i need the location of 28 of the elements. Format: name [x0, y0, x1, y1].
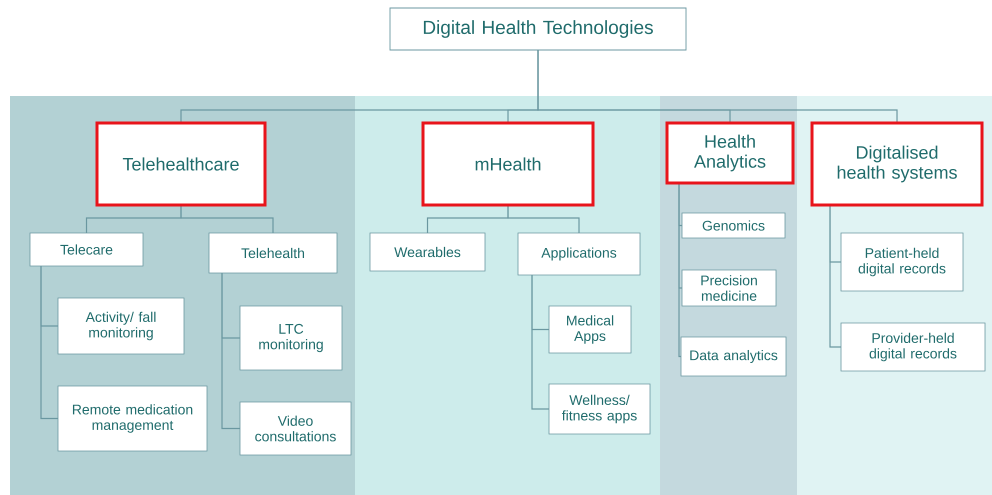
item-box: Telecare: [30, 232, 144, 266]
item-box: Patient-held digital records: [840, 232, 964, 292]
item-box: Activity/ fall monitoring: [58, 298, 184, 354]
item-box: Provider-held digital records: [840, 322, 986, 372]
item-box: Genomics: [682, 212, 786, 238]
item-box: Medical Apps: [548, 306, 632, 354]
connector-line: [221, 273, 240, 430]
item-box: Remote medication management: [58, 386, 208, 452]
item-box: LTC monitoring: [240, 306, 342, 370]
item-box: Data analytics: [680, 336, 786, 376]
title-box: Digital Health Technologies: [390, 8, 686, 50]
connector-line: [678, 183, 681, 358]
item-box: Telehealth: [208, 232, 338, 274]
category-box: mHealth: [422, 122, 594, 206]
item-box: Wearables: [370, 232, 486, 272]
category-box: Health Analytics: [666, 122, 794, 184]
connector-line: [40, 266, 58, 420]
connector-line: [829, 205, 841, 348]
item-box: Video consultations: [240, 402, 352, 456]
category-box: Telehealthcare: [96, 122, 266, 206]
item-box: Applications: [518, 232, 640, 276]
connector-line: [507, 205, 580, 233]
item-box: Precision medicine: [682, 270, 776, 306]
item-box: Wellness/ fitness apps: [548, 384, 650, 434]
category-box: Digitalised health systems: [810, 122, 984, 206]
connector-line: [180, 205, 274, 233]
connector-line: [537, 50, 898, 123]
connector-line: [531, 275, 549, 410]
